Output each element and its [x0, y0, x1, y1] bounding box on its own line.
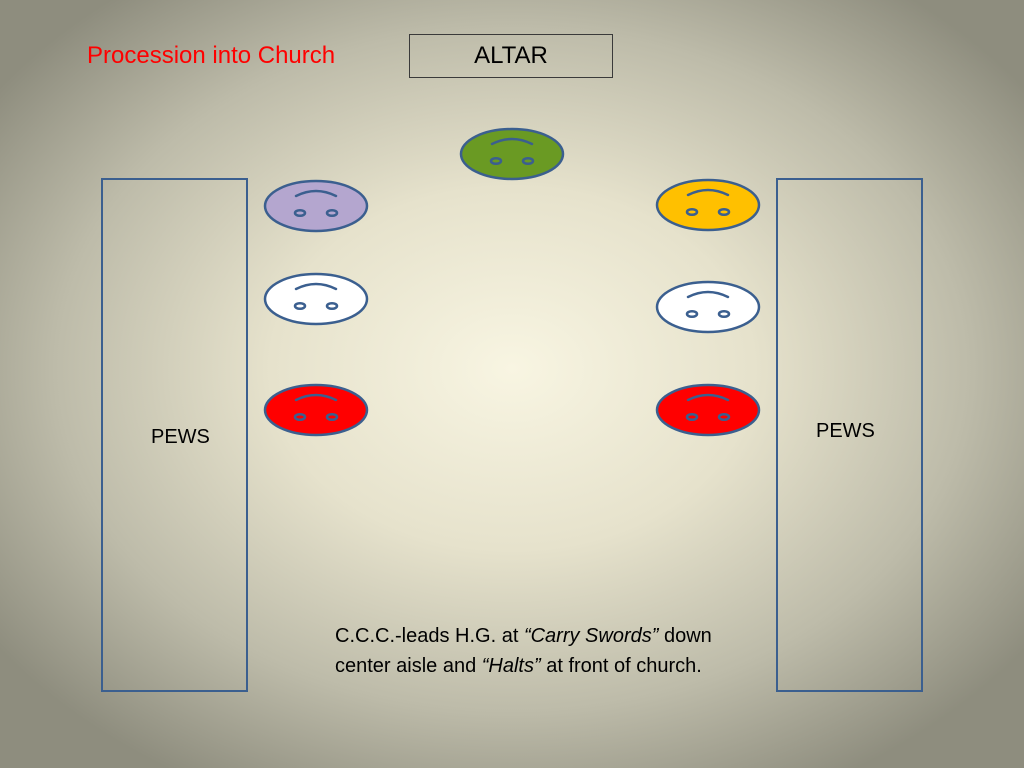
figure-eye-left — [293, 301, 307, 311]
figure-eye-right — [325, 412, 339, 422]
caption-command-carry-swords: “Carry Swords” — [523, 625, 659, 647]
figure-mouth — [490, 137, 534, 146]
figure-center-green — [459, 127, 565, 181]
figure-body — [655, 178, 761, 232]
figure-left-red — [263, 383, 369, 437]
caption-part-3: at front of church. — [540, 655, 702, 677]
figure-body — [263, 272, 369, 326]
caption-text: C.C.C.-leads H.G. at “Carry Swords” down… — [335, 621, 755, 681]
figure-eye-right — [717, 412, 731, 422]
caption-command-halts: “Halts” — [481, 655, 541, 677]
figure-eye-right — [717, 309, 731, 319]
figure-eye-left — [685, 207, 699, 217]
figure-mouth — [294, 189, 338, 198]
figure-eye-left — [685, 412, 699, 422]
caption-part-2: down center aisle and — [335, 625, 712, 677]
figure-left-purple — [263, 179, 369, 233]
figure-body — [655, 280, 761, 334]
figure-eye-right — [521, 156, 535, 166]
caption-part-1: C.C.C.-leads H.G. at — [335, 625, 524, 647]
figure-body — [459, 127, 565, 181]
figure-eye-right — [325, 208, 339, 218]
figure-body — [263, 383, 369, 437]
pews-left: PEWS — [101, 178, 248, 692]
figure-left-white — [263, 272, 369, 326]
figure-right-white — [655, 280, 761, 334]
figure-mouth — [294, 282, 338, 291]
pews-right-label: PEWS — [816, 420, 875, 442]
pews-left-label: PEWS — [151, 426, 210, 448]
figure-eye-left — [293, 208, 307, 218]
figure-body — [263, 179, 369, 233]
altar-label: ALTAR — [474, 42, 548, 69]
figure-mouth — [686, 393, 730, 402]
altar-box: ALTAR — [409, 34, 613, 78]
figure-eye-left — [489, 156, 503, 166]
figure-eye-right — [325, 301, 339, 311]
pews-right: PEWS — [776, 178, 923, 692]
figure-mouth — [686, 188, 730, 197]
figure-mouth — [294, 393, 338, 402]
page-title: Procession into Church — [87, 42, 336, 69]
figure-right-yellow — [655, 178, 761, 232]
figure-mouth — [686, 290, 730, 299]
figure-eye-left — [293, 412, 307, 422]
figure-right-red — [655, 383, 761, 437]
figure-eye-left — [685, 309, 699, 319]
figure-eye-right — [717, 207, 731, 217]
figure-body — [655, 383, 761, 437]
